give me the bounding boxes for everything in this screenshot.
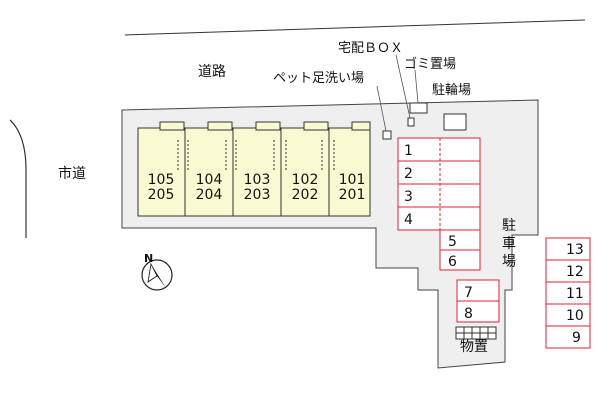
parking-space-number: 6 [448,254,457,270]
road-edge-line [124,19,586,36]
stair-mark [321,140,335,172]
parking-space-number: 2 [404,166,413,182]
stair-mark [273,140,287,172]
storage-stripe [455,332,497,340]
delivery-box-label: 宅配ＢＯＸ [338,41,403,56]
parking-space-number: 7 [464,285,473,301]
parking-space-number: 9 [572,330,581,346]
unit-number: 104 [196,172,223,188]
parking-space-number: 11 [566,286,584,302]
unit-number: 204 [196,187,223,203]
unit-number: 101 [339,172,366,188]
building-outline [137,127,371,217]
delivery-box-marker [407,117,415,127]
north-label: N [144,252,153,265]
compass-arrow-outline [147,262,158,283]
apartment-building: 105 205 104 204 103 203 102 202 101 201 [137,121,371,217]
stair-mark [225,140,237,172]
city-road-curb [9,119,27,238]
building-notch [351,121,371,131]
building-notch [207,121,233,131]
parking-label-char: 車 [502,235,516,252]
leader-line [395,54,411,119]
parking-space-number: 10 [566,308,584,324]
leader-line [414,69,419,104]
unit-number: 102 [292,172,319,188]
storage-stripe-lines [463,327,489,339]
unit-number: 103 [244,172,271,188]
compass: N [141,252,173,291]
unit-number: 202 [292,187,319,203]
pet-wash-label: ペット足洗い場 [273,71,364,86]
parking-block-d [545,237,591,349]
parking-space-number: 4 [404,212,413,228]
parking-space-number: 1 [404,143,413,159]
parking-space-number: 3 [404,189,413,205]
compass-arrow [151,264,166,288]
storage-stripe [455,326,497,334]
bicycle-parking-marker [443,113,467,131]
building-notch [303,121,329,131]
unit-number: 205 [148,187,175,203]
parking-label-char: 場 [502,254,516,270]
parking-label-char: 駐 [502,218,516,234]
unit-number: 105 [148,172,175,188]
garbage-area-marker [409,102,428,114]
storage-shed: 物置 [455,326,497,355]
parking-space-number: 5 [448,234,457,250]
leader-line [376,85,387,132]
bicycle-parking-label: 駐輪場 [432,82,471,98]
city-road-label: 市道 [58,165,86,182]
building-notch [255,121,281,131]
parking-space-number: 8 [464,306,473,322]
storage-label: 物置 [460,339,488,355]
parking-space-number: 12 [566,264,584,280]
unit-number: 201 [339,187,366,203]
garbage-label: ゴミ置場 [404,56,456,72]
road-label: 道路 [198,64,226,80]
building-notch [159,121,185,131]
stair-mark [177,140,189,172]
pet-wash-marker [382,130,392,140]
unit-number: 203 [244,187,271,203]
parking-space-number: 13 [566,242,584,258]
